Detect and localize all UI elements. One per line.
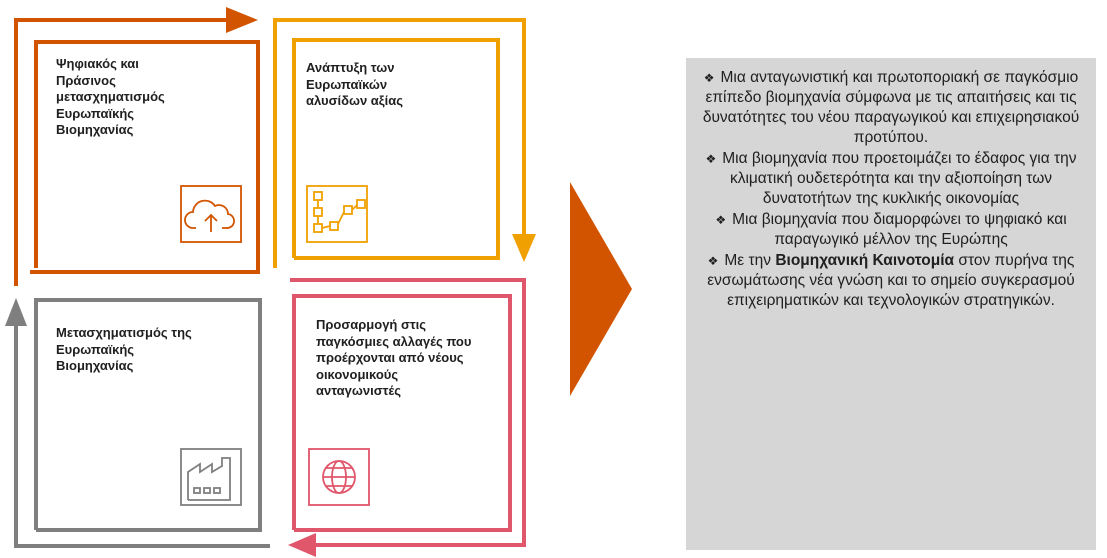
objective-text: Μια βιομηχανία που διαμορφώνει το ψηφιακ… [732, 211, 1067, 248]
frame-top-right [273, 18, 526, 268]
quadrant-bottom-right-text: Προσαρμογή στις παγκόσμιες αλλαγές που π… [316, 317, 471, 400]
objective-item: ❖ Με την Βιομηχανική Καινοτομία στον πυρή… [686, 251, 1096, 311]
diamond-bullet-icon: ❖ [705, 152, 717, 166]
diamond-bullet-icon: ❖ [715, 213, 727, 227]
quadrant-top-right-line: αλυσίδων αξίας [306, 93, 403, 108]
cloud-upload-icon [180, 185, 242, 243]
quadrant-top-left-line: Ευρωπαϊκής [56, 105, 135, 121]
objectives-panel: ❖Μια ανταγωνιστική και πρωτοποριακή σε π… [686, 58, 1096, 550]
diamond-bullet-icon: ❖ [707, 254, 719, 268]
big-chevron-arrow [570, 182, 632, 396]
quadrant-top-left-text: Ψηφιακός και Πράσινος μετασχηματισμός Ευ… [56, 56, 165, 139]
quadrant-bottom-right-line: Προσαρμογή στις [316, 317, 427, 332]
quadrant-top-right-line: Ευρωπαϊκών [306, 76, 388, 92]
quadrant-bottom-left-line: Μετασχηματισμός της [56, 325, 192, 340]
value-chain-icon [306, 185, 368, 243]
diamond-bullet-icon: ❖ [703, 71, 715, 85]
quadrant-bottom-right-line: ανταγωνιστές [316, 383, 402, 398]
quadrant-bottom-right-line: οικονομικούς [316, 366, 399, 382]
quadrant-bottom-right-line: παγκόσμιες αλλαγές που [316, 333, 472, 349]
quadrant-bottom-left-line: Ευρωπαϊκής [56, 341, 135, 357]
objective-text-prefix: Με την [724, 252, 776, 269]
objective-text-bold: Βιομηχανική Καινοτομία [775, 252, 955, 269]
arrow-left-up [5, 298, 27, 326]
quadrant-top-left-line: Πράσινος [56, 72, 116, 88]
arrow-right [512, 234, 536, 262]
quadrant-top-right-line: Ανάπτυξη των [306, 60, 395, 75]
quadrant-bottom-left-line: Βιομηχανίας [56, 358, 134, 373]
quadrant-top-left-line: Βιομηχανίας [56, 122, 134, 137]
objective-text: Μια ανταγωνιστική και πρωτοποριακή σε πα… [702, 69, 1080, 146]
factory-icon [180, 448, 242, 506]
frame-bottom-left [14, 298, 270, 548]
quadrant-top-left-line: Ψηφιακός και [56, 56, 139, 71]
arrow-top [226, 7, 258, 33]
objective-item: ❖Μια ανταγωνιστική και πρωτοποριακή σε π… [686, 68, 1096, 148]
quadrant-bottom-left-text: Μετασχηματισμός της Ευρωπαϊκής Βιομηχανί… [56, 325, 192, 375]
objective-item: ❖ Μια βιομηχανία που προετοιμάζει το έδαφ… [686, 149, 1096, 209]
objective-text: Μια βιομηχανία που προετοιμάζει το έδαφο… [722, 150, 1077, 207]
frame-bottom-right [290, 278, 526, 547]
quadrant-bottom-right-line: προέρχονται από νέους [316, 350, 464, 365]
frame-top-left [14, 18, 260, 286]
objective-text-suffix: στον πυρήνα της ενσωμάτωσης νέα γνώση κα… [707, 252, 1075, 309]
objectives-list: ❖Μια ανταγωνιστική και πρωτοποριακή σε π… [686, 68, 1096, 312]
globe-icon [308, 448, 370, 506]
quadrant-top-left-line: μετασχηματισμός [56, 89, 165, 104]
arrow-bottom [288, 533, 316, 557]
objective-item: ❖ Μια βιομηχανία που διαμορφώνει το ψηφια… [686, 210, 1096, 250]
quadrant-top-right-text: Ανάπτυξη των Ευρωπαϊκών αλυσίδων αξίας [306, 60, 403, 110]
